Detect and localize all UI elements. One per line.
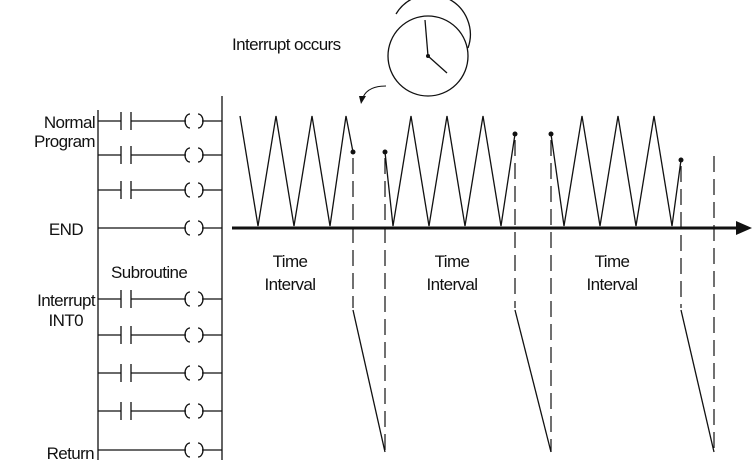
rung-contact-coil: [98, 326, 222, 344]
ladder-diagram: [97, 96, 223, 460]
ladder-rungs: [98, 112, 222, 458]
end-label: END: [49, 220, 83, 239]
return-label: Return: [47, 444, 95, 462]
rung-contact-coil: [98, 364, 222, 382]
time-interval-2-line1: Time: [435, 252, 470, 271]
interrupt-markers: [352, 140, 715, 453]
normal-program-label-line2: Program: [34, 132, 95, 151]
rung-coil: [98, 442, 222, 458]
rung-contact-coil: [98, 112, 222, 130]
curved-arrow-icon: [359, 85, 387, 104]
interrupt-occurs-label: Interrupt occurs: [232, 35, 341, 54]
interrupt-label-line2: INT0: [49, 311, 84, 330]
clock-icon: [387, 0, 471, 97]
scan-time-axis: [232, 221, 752, 235]
time-interval-1-line1: Time: [273, 252, 308, 271]
scan-trace-2: [384, 115, 516, 227]
time-interval-3-line2: Interval: [587, 275, 638, 294]
rung-coil: [98, 220, 222, 236]
normal-program-label-line1: Normal: [44, 113, 95, 132]
time-interval-1-line2: Interval: [265, 275, 316, 294]
subroutine-slope-2: [514, 309, 552, 453]
subroutine-slope-1: [352, 309, 386, 453]
rung-contact-coil: [98, 181, 222, 199]
rung-contact-coil: [98, 146, 222, 164]
subroutine-slope-3: [680, 309, 715, 453]
subroutine-label: Subroutine: [111, 263, 187, 282]
interrupt-label-line1: Interrupt: [37, 291, 96, 310]
rung-contact-coil: [98, 290, 222, 308]
scan-trace-3: [550, 115, 682, 227]
rung-contact-coil: [98, 402, 222, 420]
scan-traces: [239, 115, 684, 227]
time-interval-3-line1: Time: [595, 252, 630, 271]
scan-trace-1: [239, 115, 354, 227]
time-interval-2-line2: Interval: [427, 275, 478, 294]
